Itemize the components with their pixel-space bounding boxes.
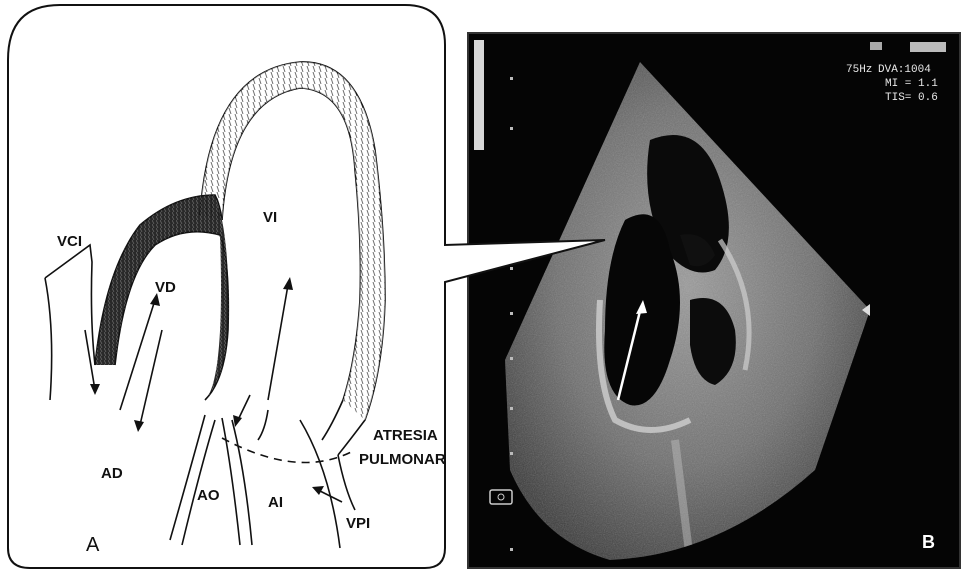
readout-freq: 75Hz (846, 64, 872, 76)
readout-tis: TIS= 0.6 (885, 92, 938, 104)
panel-b-letter: B (922, 532, 935, 552)
label-vpi: VPI (346, 515, 370, 532)
label-vd: VD (155, 279, 176, 296)
label-ai: AI (268, 494, 283, 511)
readout-dva: DVA:1004 (878, 64, 931, 76)
label-ao: AO (197, 487, 220, 504)
panel-a-letter: A (86, 534, 100, 556)
label-vi: VI (263, 209, 277, 226)
label-pulmonar: PULMONAR (359, 451, 446, 468)
label-atresia: ATRESIA (373, 427, 438, 444)
label-ad: AD (101, 465, 123, 482)
readout-mi: MI = 1.1 (885, 78, 938, 90)
echo-scale-bar (474, 40, 484, 150)
label-vci: VCI (57, 233, 82, 250)
echo-panel: 75Hz DVA:1004 MI = 1.1 TIS= 0.6 B (468, 33, 960, 568)
